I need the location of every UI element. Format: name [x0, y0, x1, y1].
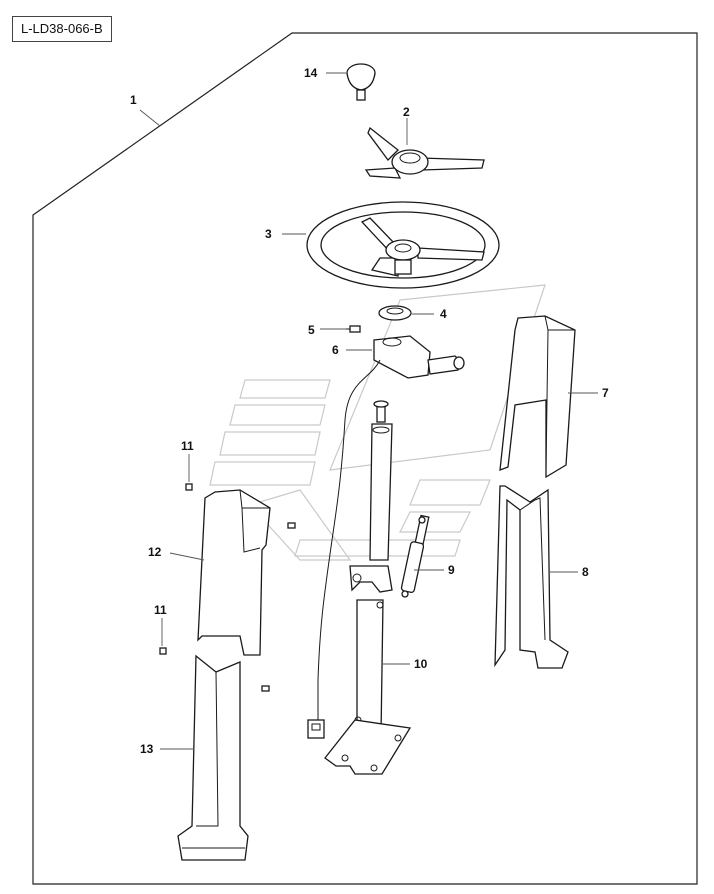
knob-icon	[346, 63, 376, 101]
callout-5: 5	[308, 323, 315, 337]
leader-lines	[139, 72, 598, 750]
callout-13: 13	[140, 742, 154, 756]
lower-cover-icon	[494, 485, 569, 669]
steering-wheel-icon	[306, 201, 500, 289]
callout-2: 2	[403, 105, 410, 119]
assembly-outline	[32, 32, 698, 885]
callout-4: 4	[440, 307, 447, 321]
switch-block-icon	[307, 335, 465, 739]
callout-6: 6	[332, 343, 339, 357]
callout-12: 12	[148, 545, 162, 559]
callout-8: 8	[582, 565, 589, 579]
callout-14: 14	[304, 66, 318, 80]
hub-cap-icon	[364, 126, 485, 179]
callout-11b: 11	[154, 603, 167, 617]
screw-icon	[346, 325, 361, 333]
watermark	[209, 284, 546, 561]
callout-10: 10	[414, 657, 428, 671]
column-icon	[324, 400, 412, 775]
callout-11a: 11	[181, 439, 194, 453]
callout-7: 7	[602, 386, 609, 400]
callouts: 1 2 3 4 5 6 7 8 9 10 11 11 12 13 14	[130, 66, 609, 756]
upper-cover-icon	[499, 315, 576, 479]
left-lower-cover-icon	[177, 654, 249, 861]
callout-9: 9	[448, 563, 455, 577]
callout-3: 3	[265, 227, 272, 241]
bushing-ring-icon	[378, 305, 412, 321]
callout-1: 1	[130, 93, 137, 107]
gas-spring-icon	[400, 514, 430, 598]
left-upper-cover-icon	[197, 489, 271, 656]
small-screw-icon	[159, 483, 296, 692]
drawing-code: L-LD38-066-B	[12, 16, 112, 42]
